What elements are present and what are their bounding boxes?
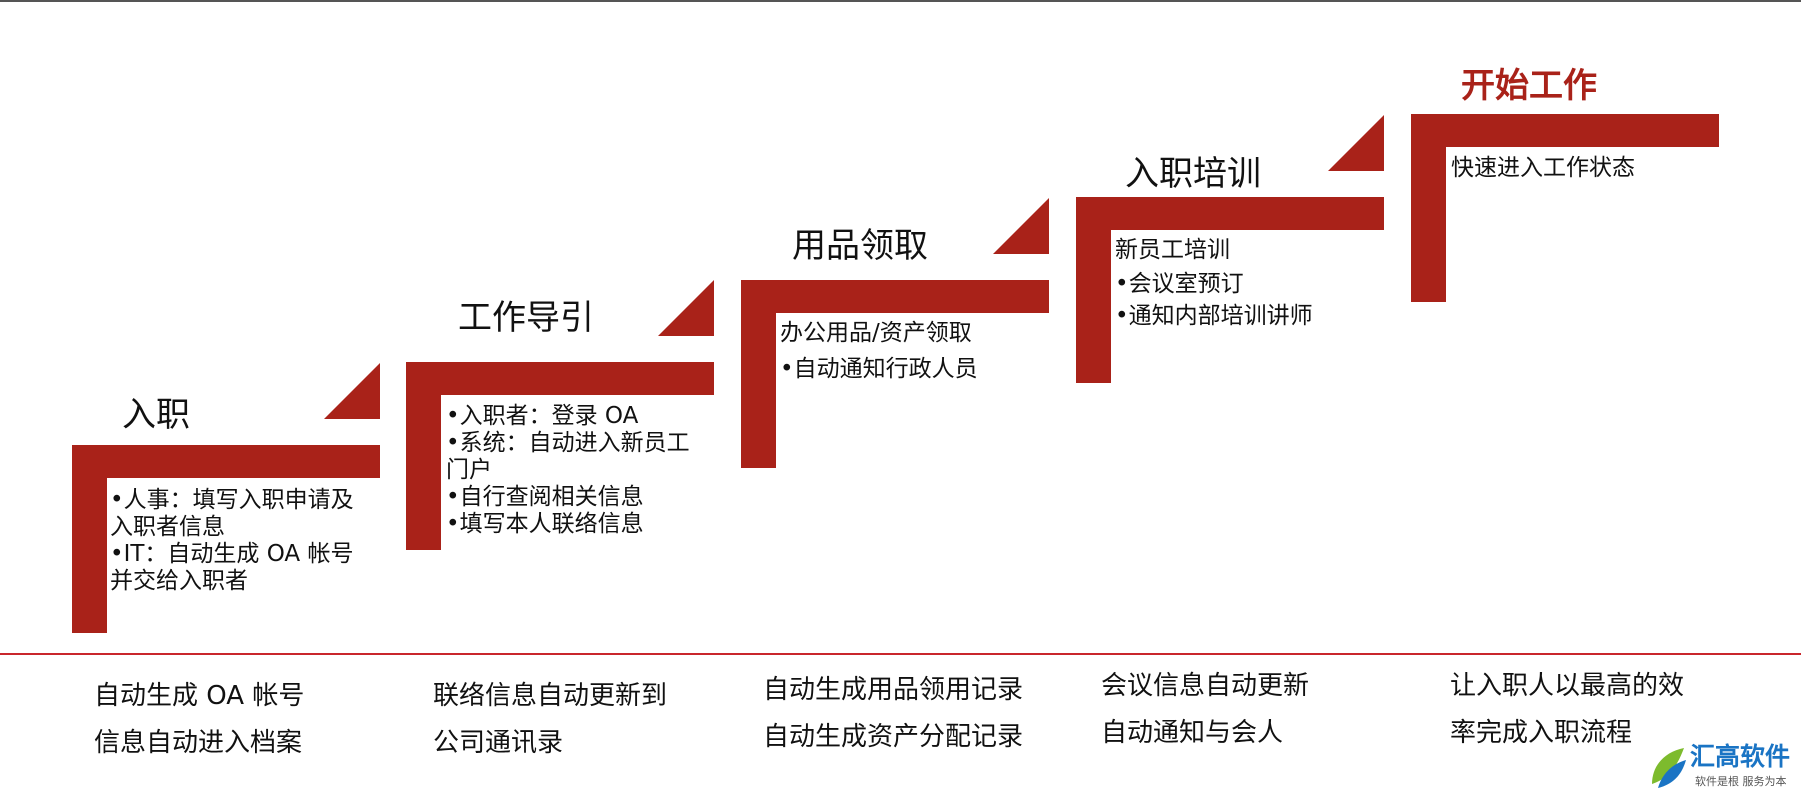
list-item: •会议室预订	[1115, 271, 1244, 297]
step-1-bar-horizontal	[72, 445, 380, 478]
step-4-title: 入职培训	[1125, 154, 1261, 194]
note-line: 联络信息自动更新到	[433, 681, 668, 711]
note-line: 自动生成用品领用记录	[763, 675, 1024, 705]
logo-slogan: 软件是根 服务为本	[1695, 775, 1787, 788]
brand-logo: 汇高软件 软件是根 服务为本	[1648, 742, 1798, 792]
note-line: 自动生成 OA 帐号	[94, 681, 305, 711]
list-item: •IT：自动生成 OA 帐号并交给入职者	[110, 541, 354, 594]
step-5-title: 开始工作	[1461, 66, 1597, 106]
step-3-bar-horizontal	[741, 280, 1049, 313]
list-item: •通知内部培训讲师	[1115, 303, 1313, 329]
step-1-title: 入职	[122, 395, 190, 435]
note-line: 自动生成资产分配记录	[763, 722, 1024, 752]
step-1-triangle	[324, 363, 380, 419]
step-4-bar-vertical	[1076, 197, 1111, 383]
step-3-triangle	[993, 198, 1049, 254]
list-item: •入职者：登录 OA	[446, 403, 639, 429]
step-1-items: •人事：填写入职申请及入职者信息 •IT：自动生成 OA 帐号并交给入职者	[110, 487, 360, 595]
note-line: 让入职人以最高的效	[1450, 671, 1685, 701]
note-line: 信息自动进入档案	[94, 728, 303, 758]
list-item: •自动通知行政人员	[780, 356, 978, 382]
step-4-items: 新员工培训 •会议室预订 •通知内部培训讲师	[1115, 237, 1375, 330]
step-2-items: •入职者：登录 OA •系统：自动进入新员工门户 •自行查阅相关信息 •填写本人…	[446, 403, 696, 538]
step-3-bar-vertical	[741, 280, 776, 468]
divider-line	[0, 653, 1801, 655]
note-line: 会议信息自动更新	[1101, 671, 1310, 701]
step-4-bar-horizontal	[1076, 197, 1384, 230]
note-line: 自动通知与会人	[1101, 718, 1284, 748]
top-border-line	[0, 0, 1801, 2]
step-3-items: 办公用品/资产领取 •自动通知行政人员	[780, 320, 1040, 383]
list-item: •系统：自动进入新员工门户	[446, 430, 690, 483]
step-2-title: 工作导引	[458, 298, 594, 338]
step-5-bar-horizontal	[1411, 114, 1719, 147]
leaf-logo-icon	[1652, 748, 1686, 788]
step-4-notes: 会议信息自动更新 自动通知与会人	[1101, 663, 1309, 757]
step-5-bar-vertical	[1411, 114, 1446, 302]
step-1-notes: 自动生成 OA 帐号 信息自动进入档案	[94, 673, 304, 767]
logo-name: 汇高软件	[1690, 742, 1791, 771]
step-5-notes: 让入职人以最高的效 率完成入职流程	[1450, 663, 1684, 757]
list-item: •人事：填写入职申请及入职者信息	[110, 487, 354, 540]
list-item: 新员工培训	[1115, 237, 1230, 263]
step-5-items: 快速进入工作状态	[1451, 155, 1711, 182]
list-item: •填写本人联络信息	[446, 511, 644, 537]
list-item: 办公用品/资产领取	[780, 320, 972, 346]
list-item: 快速进入工作状态	[1451, 155, 1635, 181]
note-line: 率完成入职流程	[1450, 718, 1633, 748]
step-4-triangle	[1328, 115, 1384, 171]
step-1-bar-vertical	[72, 445, 107, 633]
step-2-bar-vertical	[406, 362, 441, 550]
step-2-bar-horizontal	[406, 362, 714, 395]
note-line: 公司通讯录	[433, 728, 564, 758]
list-item: •自行查阅相关信息	[446, 484, 644, 510]
step-3-notes: 自动生成用品领用记录 自动生成资产分配记录	[763, 667, 1023, 761]
step-2-triangle	[658, 280, 714, 336]
step-2-notes: 联络信息自动更新到 公司通讯录	[433, 673, 667, 767]
step-3-title: 用品领取	[792, 226, 928, 266]
